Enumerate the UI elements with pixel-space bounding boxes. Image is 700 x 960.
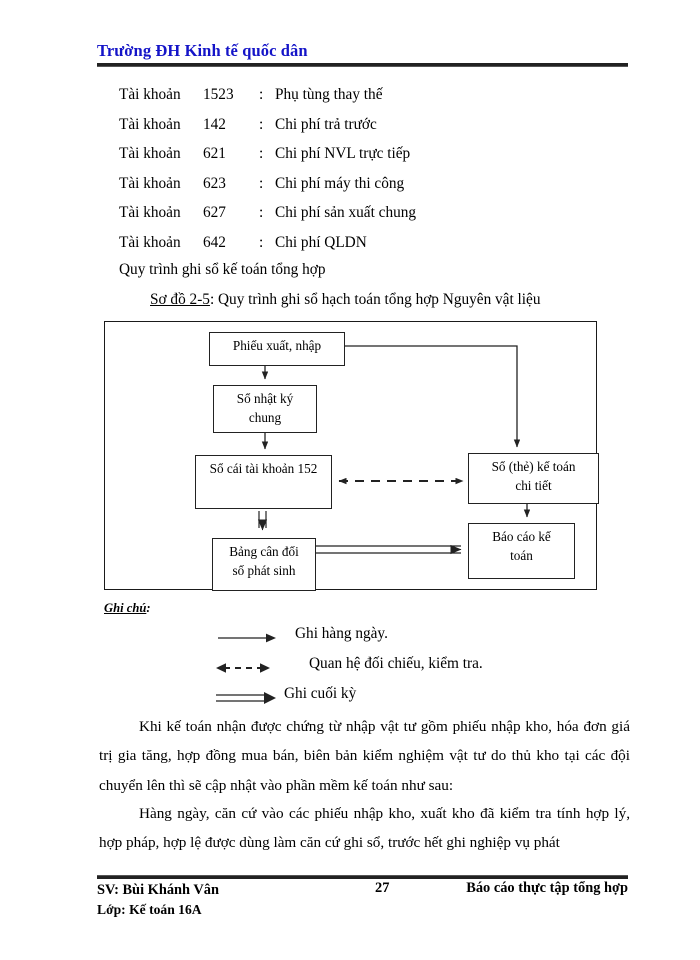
list-item: Tài khoản 623 : Chi phí máy thi công (119, 175, 579, 205)
footer-divider (97, 875, 628, 879)
flowchart-node-bang-can-doi-so-phat-sinh: Bảng cân đối số phát sinh (212, 538, 316, 591)
diagram-caption: Sơ đồ 2-5: Quy trình ghi sổ hạch toán tổ… (150, 291, 541, 309)
flowchart-node-phieu-xuat-nhap: Phiếu xuất, nhập (209, 332, 345, 366)
account-code: 642 (203, 233, 226, 251)
account-label: Tài khoản (119, 86, 181, 103)
footer-report-title: Báo cáo thực tập tổng hợp (466, 880, 628, 896)
flowchart-node-bao-cao-ke-toan: Báo cáo kế toán (468, 523, 575, 579)
account-name: Chi phí trả trước (275, 115, 377, 133)
flowchart-frame: Phiếu xuất, nhập Sổ nhật ký chung Sổ cái… (104, 321, 599, 591)
legend-item: Ghi hàng ngày. (206, 625, 626, 656)
list-item: Tài khoản 642 : Chi phí QLDN (119, 234, 579, 264)
flowchart-connectors (257, 345, 531, 555)
account-code: 142 (203, 115, 226, 133)
account-code: 627 (203, 204, 226, 221)
account-label: Tài khoản (119, 233, 181, 251)
legend-item: Quan hệ đối chiếu, kiểm tra. (206, 655, 626, 686)
flowchart-node-so-nhat-ky-chung: Sổ nhật ký chung (213, 385, 317, 433)
account-colon: : (259, 174, 264, 192)
list-item: Tài khoản 621 : Chi phí NVL trực tiếp (119, 145, 579, 175)
account-list: Tài khoản 1523 : Phụ tùng thay thế Tài k… (119, 86, 579, 263)
account-colon: : (259, 115, 264, 133)
list-item: Tài khoản 627 : Chi phí sản xuất chung (119, 204, 579, 234)
account-label: Tài khoản (119, 204, 181, 221)
legend-list: Ghi hàng ngày. Quan hệ đối chiếu, kiểm t… (206, 625, 626, 716)
header-title: Trường ĐH Kinh tế quốc dân (97, 41, 308, 60)
legend-item-label: Quan hệ đối chiếu, kiểm tra. (309, 655, 483, 672)
list-item: Tài khoản 142 : Chi phí trả trước (119, 116, 579, 146)
account-name: Chi phí máy thi công (275, 174, 405, 192)
legend-title-label: Ghi chú (104, 601, 147, 615)
legend-title: Ghi chú: (104, 601, 151, 616)
legend-item: Ghi cuối kỳ (206, 685, 626, 716)
list-item: Tài khoản 1523 : Phụ tùng thay thế (119, 86, 579, 116)
header-divider (97, 62, 628, 67)
dashed-double-arrow-icon (216, 663, 270, 673)
flowchart-node-so-cai-tai-khoan-152: Sổ cái tài khoản 152 (195, 455, 332, 509)
account-name: Chi phí sản xuất chung (275, 204, 417, 221)
account-colon: : (259, 204, 264, 221)
account-name: Chi phí QLDN (275, 233, 367, 251)
footer-student-name: SV: Bùi Khánh Vân (97, 882, 219, 898)
account-label: Tài khoản (119, 145, 181, 162)
flowchart-node-so-the-ke-toan-chi-tiet: Sổ (thẻ) kế toán chi tiết (468, 453, 599, 504)
legend-item-label: Ghi cuối kỳ (284, 685, 357, 702)
diagram-caption-label: Sơ đồ 2-5 (150, 291, 210, 308)
page-footer: SV: Bùi Khánh Vân Lớp: Kế toán 16A 27 Bá… (97, 880, 628, 930)
section-heading: Quy trình ghi sổ kế toán tổng hợp (119, 261, 326, 278)
account-code: 623 (203, 174, 226, 192)
page-number: 27 (375, 880, 390, 896)
account-colon: : (259, 86, 264, 103)
footer-class: Lớp: Kế toán 16A (97, 902, 202, 917)
solid-arrow-icon (218, 633, 276, 643)
account-colon: : (259, 145, 264, 162)
body-paragraph: Hàng ngày, căn cứ vào các phiếu nhập kho… (99, 805, 630, 852)
legend-item-label: Ghi hàng ngày. (295, 625, 388, 642)
account-label: Tài khoản (119, 174, 181, 192)
double-line-arrow-icon (216, 692, 276, 704)
page-header: Trường ĐH Kinh tế quốc dân (97, 41, 628, 67)
account-colon: : (259, 233, 264, 251)
account-name: Chi phí NVL trực tiếp (275, 145, 411, 162)
account-name: Phụ tùng thay thế (275, 86, 383, 103)
diagram-caption-text: : Quy trình ghi sổ hạch toán tổng hợp Ng… (209, 291, 541, 308)
footer-student-block: SV: Bùi Khánh Vân Lớp: Kế toán 16A (97, 880, 219, 920)
body-paragraph: Khi kế toán nhận được chứng từ nhập vật … (99, 718, 630, 794)
legend-title-colon: : (146, 601, 151, 615)
account-code: 1523 (203, 86, 234, 103)
account-label: Tài khoản (119, 115, 181, 133)
account-code: 621 (203, 145, 226, 162)
